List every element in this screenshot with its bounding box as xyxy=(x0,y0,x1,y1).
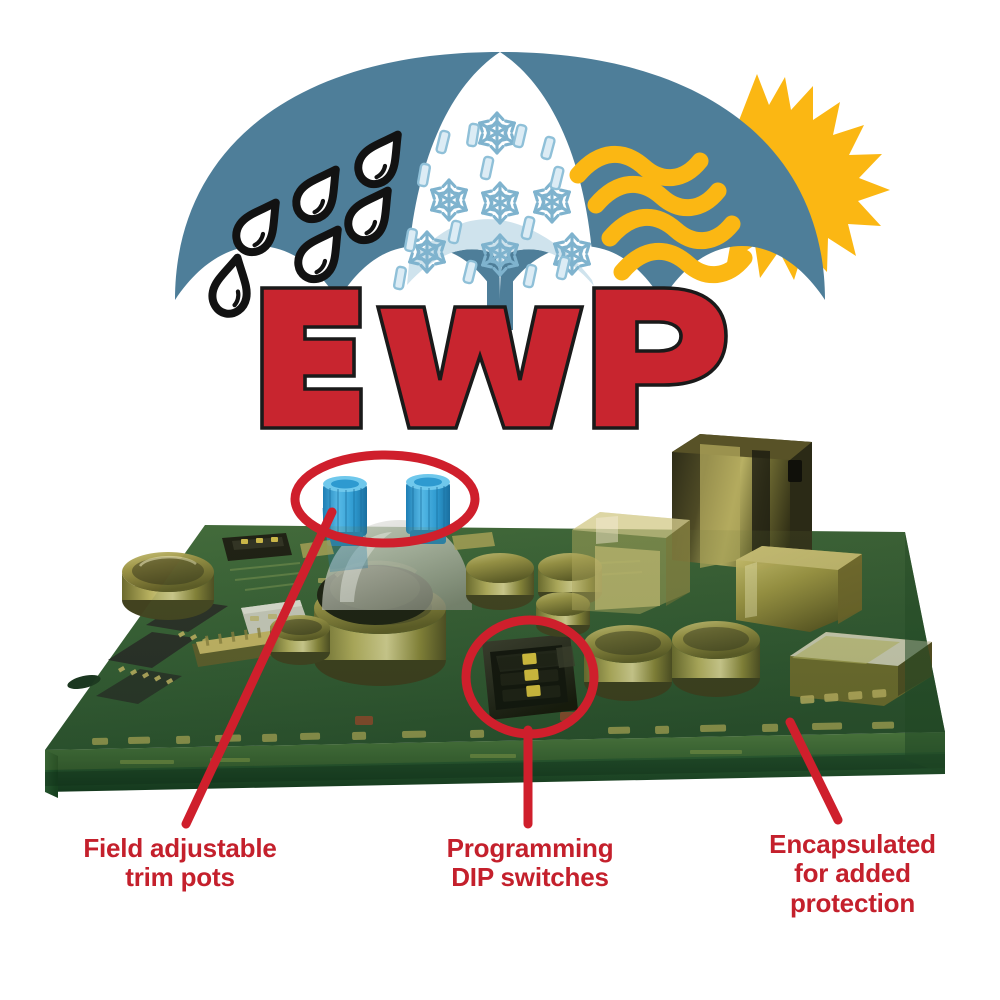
circuit-board-photo xyxy=(0,420,1000,820)
hail-icon xyxy=(465,122,481,148)
umbrella-snow-panel xyxy=(392,52,594,300)
callout-label-dip-switches: Programming DIP switches xyxy=(446,833,614,893)
hail-icon xyxy=(392,265,408,291)
hail-icon xyxy=(554,255,572,281)
callout-label-trim-pots: Field adjustable trim pots xyxy=(83,833,277,893)
raindrop-icon xyxy=(209,254,254,317)
callout-label-encapsulation: Encapsulated for added protection xyxy=(769,829,936,918)
hail-icon xyxy=(461,259,479,285)
ewp-logo xyxy=(0,0,1000,440)
wordmark-ewp xyxy=(260,286,728,430)
